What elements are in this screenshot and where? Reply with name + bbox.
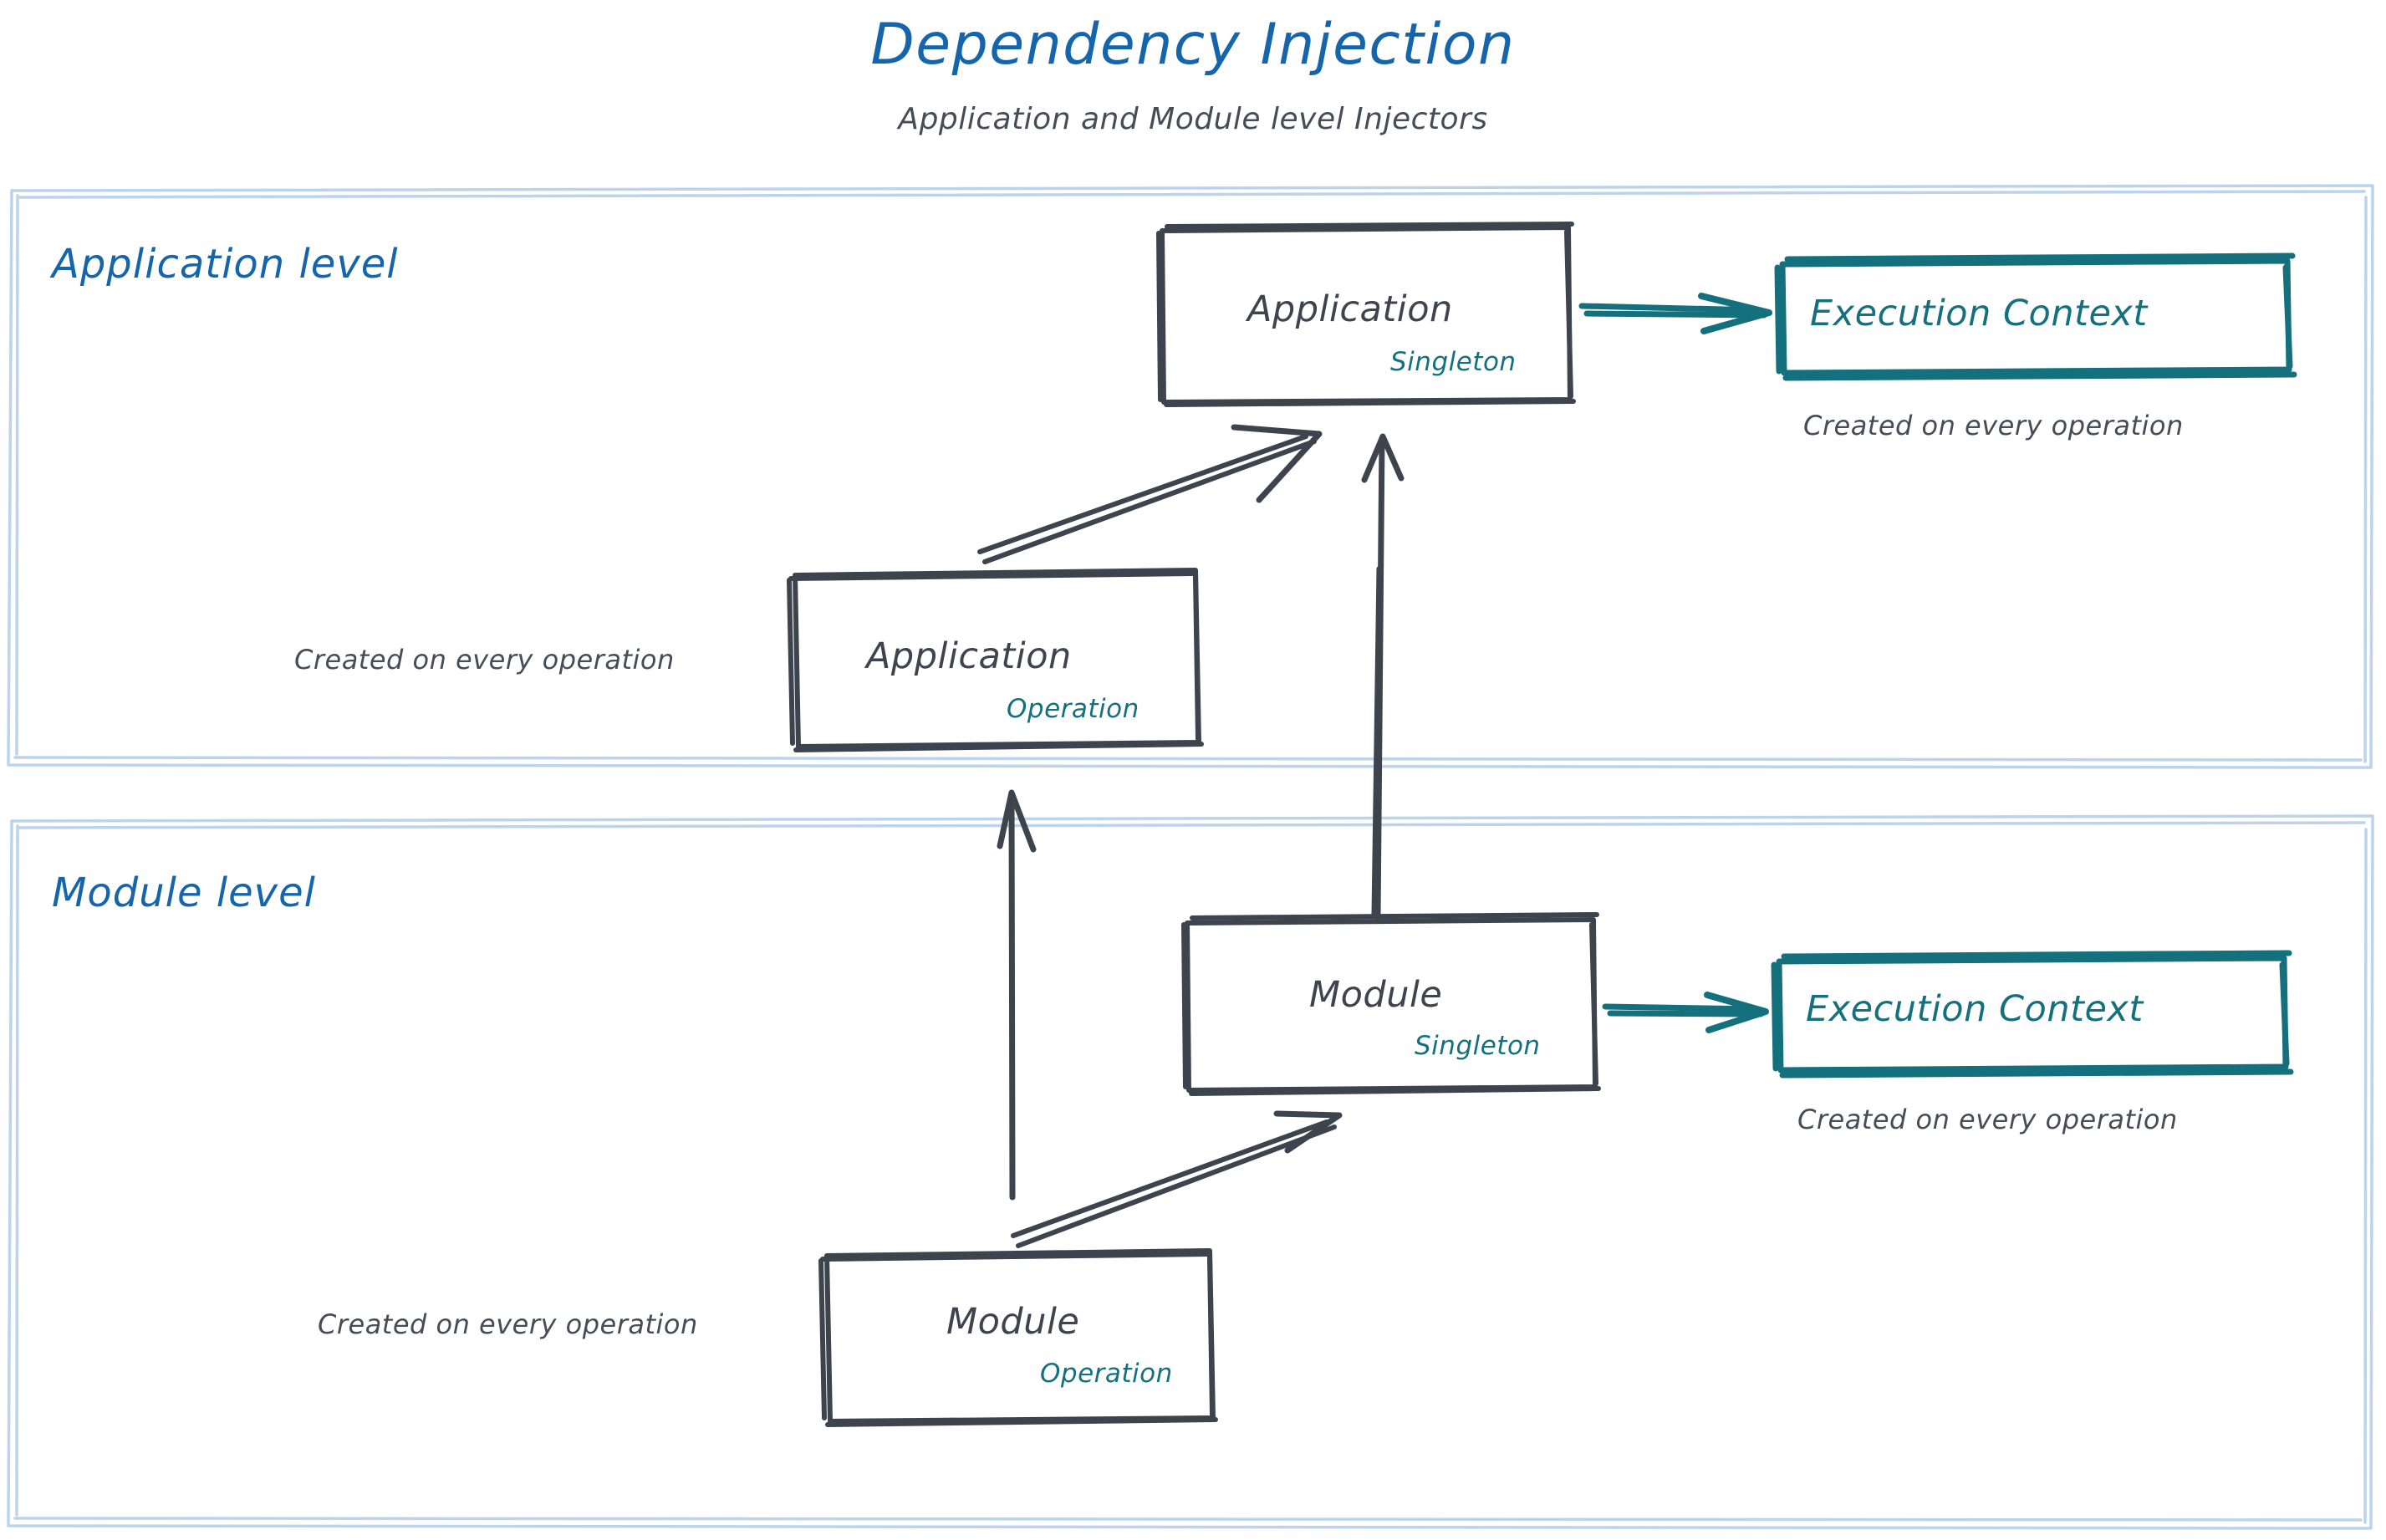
application-operation-scope: Operation [1007,694,1139,724]
edge-app-operation-to-app-singleton [977,424,1323,564]
module-operation-scope: Operation [1040,1359,1173,1389]
module-operation-title: Module [946,1301,1080,1343]
edge-module-singleton-to-app-singleton [1361,433,1405,921]
module-singleton-title: Module [1309,974,1443,1016]
application-operation-title: Application [866,635,1072,677]
execution-context-application-caption: Created on every operation [1803,410,2184,441]
page-subtitle: Application and Module level Injectors [898,102,1488,136]
edge-module-singleton-to-execution-context [1602,992,1769,1033]
application-operation-caption: Created on every operation [294,644,675,676]
edge-module-operation-to-module-singleton [1011,1110,1343,1248]
module-singleton-scope: Singleton [1415,1031,1541,1061]
execution-context-application-title: Execution Context [1810,293,2148,334]
module-operation-caption: Created on every operation [318,1308,698,1340]
module-level-label: Module level [52,869,316,916]
application-level-label: Application level [52,241,399,288]
execution-context-module-title: Execution Context [1806,988,2144,1030]
edge-app-singleton-to-execution-context [1578,293,1772,334]
application-singleton-scope: Singleton [1390,347,1517,377]
execution-context-module-caption: Created on every operation [1797,1104,2178,1135]
edge-module-operation-to-app-operation [997,789,1037,1201]
application-singleton-title: Application [1247,288,1453,330]
page-title: Dependency Injection [870,12,1516,78]
module-level-container [7,814,2374,1530]
